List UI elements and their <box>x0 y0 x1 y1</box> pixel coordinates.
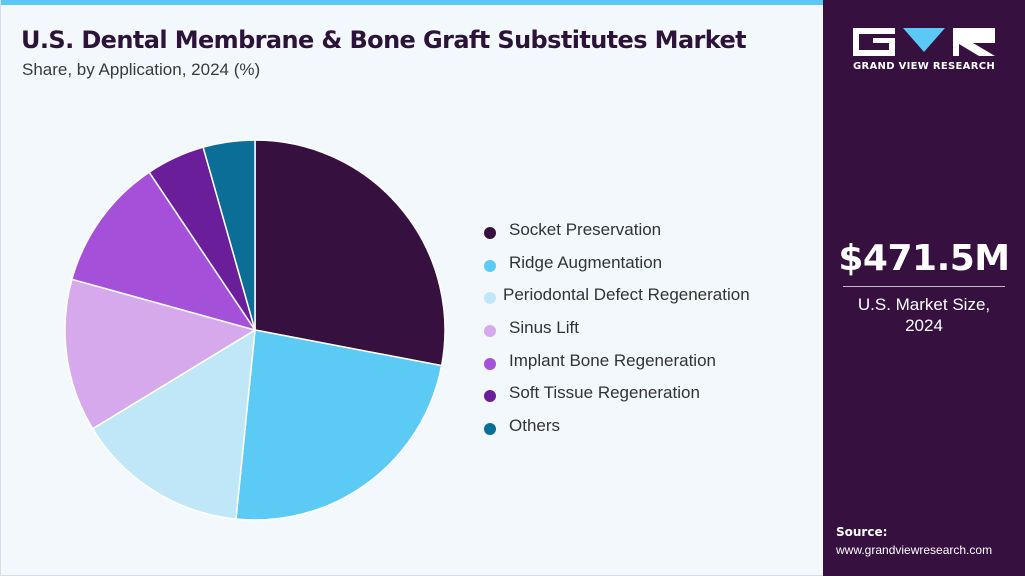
legend-item: Implant Bone Regeneration <box>484 350 814 383</box>
legend-item: Sinus Lift <box>484 317 814 350</box>
source-heading: Source: <box>836 525 888 539</box>
legend-swatch <box>484 227 496 239</box>
pie-slice-sinus-lift <box>64 278 256 430</box>
market-size-label-line2: 2024 <box>905 316 943 335</box>
legend-label: Sinus Lift <box>509 318 579 338</box>
chart-panel: U.S. Dental Membrane & Bone Graft Substi… <box>0 0 824 576</box>
accent-bar <box>1 0 824 5</box>
legend-label: Soft Tissue Regeneration <box>509 383 700 403</box>
gvr-logo-icon <box>853 28 995 56</box>
legend-label: Others <box>509 416 561 436</box>
market-size-value: $471.5M <box>838 238 1010 279</box>
brand-name: GRAND VIEW RESEARCH <box>853 61 996 72</box>
legend-item: Periodontal Defect Regeneration <box>484 284 814 317</box>
pie-slice-periodontal-defect-regeneration <box>91 329 256 520</box>
pie-slice-others <box>202 139 256 331</box>
pie-chart <box>64 139 446 521</box>
legend-swatch <box>484 423 496 436</box>
legend-swatch <box>484 292 496 305</box>
legend-swatch <box>484 325 496 338</box>
legend-swatch <box>484 259 496 272</box>
brand-logo: GRAND VIEW RESEARCH <box>853 28 995 72</box>
chart-subtitle: Share, by Application, 2024 (%) <box>22 60 261 79</box>
legend-swatch <box>484 357 496 370</box>
source-link[interactable]: www.grandviewresearch.com <box>836 543 993 557</box>
sidebar: GRAND VIEW RESEARCH $471.5M U.S. Market … <box>823 0 1025 576</box>
market-size-label: U.S. Market Size, 2024 <box>833 294 1015 336</box>
legend-label: Socket Preservation <box>509 220 662 239</box>
divider <box>843 286 1005 287</box>
legend-item: Socket Preservation <box>484 219 814 252</box>
legend-item: Soft Tissue Regeneration <box>484 382 814 415</box>
legend-label: Implant Bone Regeneration <box>509 350 716 370</box>
chart-title: U.S. Dental Membrane & Bone Graft Substi… <box>21 26 747 54</box>
legend-swatch <box>484 390 496 403</box>
pie-slice-ridge-augmentation <box>235 329 443 521</box>
legend-item: Others <box>484 415 814 448</box>
legend-label: Periodontal Defect Regeneration <box>503 285 750 305</box>
market-size-label-line1: U.S. Market Size, <box>857 295 991 314</box>
legend-label: Ridge Augmentation <box>509 252 663 272</box>
pie-slice-socket-preservation <box>254 139 446 367</box>
pie-slice-implant-bone-regeneration <box>71 171 256 331</box>
legend-item: Ridge Augmentation <box>484 252 814 285</box>
